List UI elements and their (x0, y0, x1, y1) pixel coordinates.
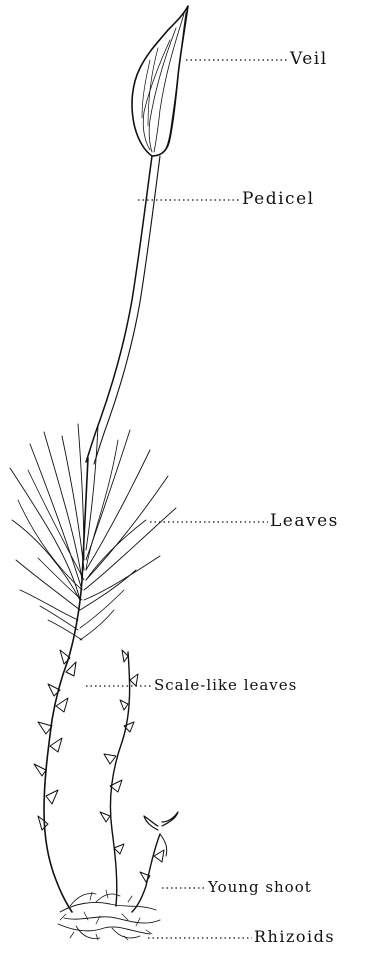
label-young-shoot: Young shoot (207, 878, 312, 896)
rhizoids-tangle (58, 890, 160, 940)
young-shoot (132, 812, 178, 912)
label-rhizoids: Rhizoids (254, 927, 335, 946)
label-leaves: Leaves (270, 511, 339, 531)
label-veil: Veil (289, 49, 328, 69)
label-pedicel: Pedicel (242, 189, 315, 209)
slender-branch (100, 650, 138, 906)
scale-leaves (34, 650, 76, 830)
veil-capsule (132, 6, 188, 156)
leaf-tuft (10, 424, 176, 640)
pedicel-stalk (86, 156, 160, 464)
label-scale-like-leaves: Scale-like leaves (154, 676, 297, 694)
